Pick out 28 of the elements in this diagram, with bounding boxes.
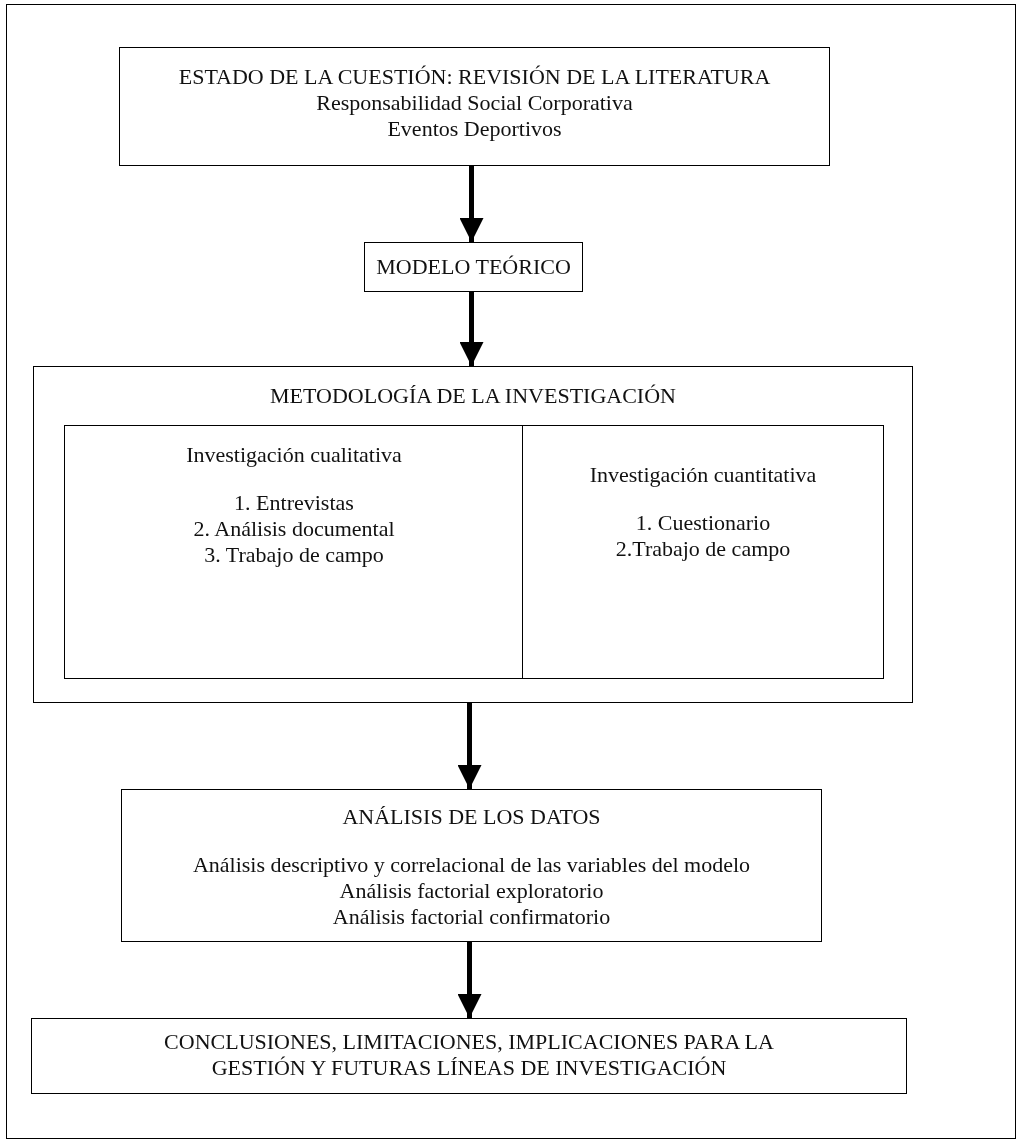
box-text: Análisis factorial confirmatorio — [332, 904, 611, 930]
box-heading: ANÁLISIS DE LOS DATOS — [342, 804, 601, 830]
arrow — [459, 292, 484, 366]
process-box — [119, 47, 830, 166]
box-text: Responsabilidad Social Corporativa — [316, 90, 633, 116]
box-text: 3. Trabajo de campo — [204, 542, 384, 568]
box-text: 2.Trabajo de campo — [615, 536, 791, 562]
box-heading: METODOLOGÍA DE LA INVESTIGACIÓN — [270, 383, 676, 409]
arrow — [457, 942, 482, 1018]
process-box — [364, 242, 583, 292]
box-heading: MODELO TEÓRICO — [376, 254, 571, 280]
box-text: 1. Cuestionario — [635, 510, 771, 536]
box-heading: CONCLUSIONES, LIMITACIONES, IMPLICACIONES PARA LA GESTIÓN Y FUTURAS LÍNEAS DE INVESTIGACIÓN — [163, 1029, 775, 1081]
arrow — [459, 166, 484, 242]
process-box — [64, 425, 524, 679]
arrow — [457, 703, 482, 789]
box-heading: Investigación cualitativa — [186, 442, 402, 468]
process-box — [121, 789, 822, 942]
box-heading: ESTADO DE LA CUESTIÓN: REVISIÓN DE LA LITERATURA — [178, 64, 771, 90]
box-text: Eventos Deportivos — [387, 116, 562, 142]
box-text: Análisis factorial exploratorio — [339, 878, 604, 904]
box-text: Análisis descriptivo y correlacional de las variables del modelo — [192, 852, 751, 878]
process-box — [522, 425, 884, 679]
box-text: 1. Entrevistas — [234, 490, 354, 516]
process-box — [31, 1018, 907, 1094]
box-heading: Investigación cuantitativa — [589, 462, 817, 488]
box-text: 2. Análisis documental — [193, 516, 395, 542]
group-box — [33, 366, 913, 703]
